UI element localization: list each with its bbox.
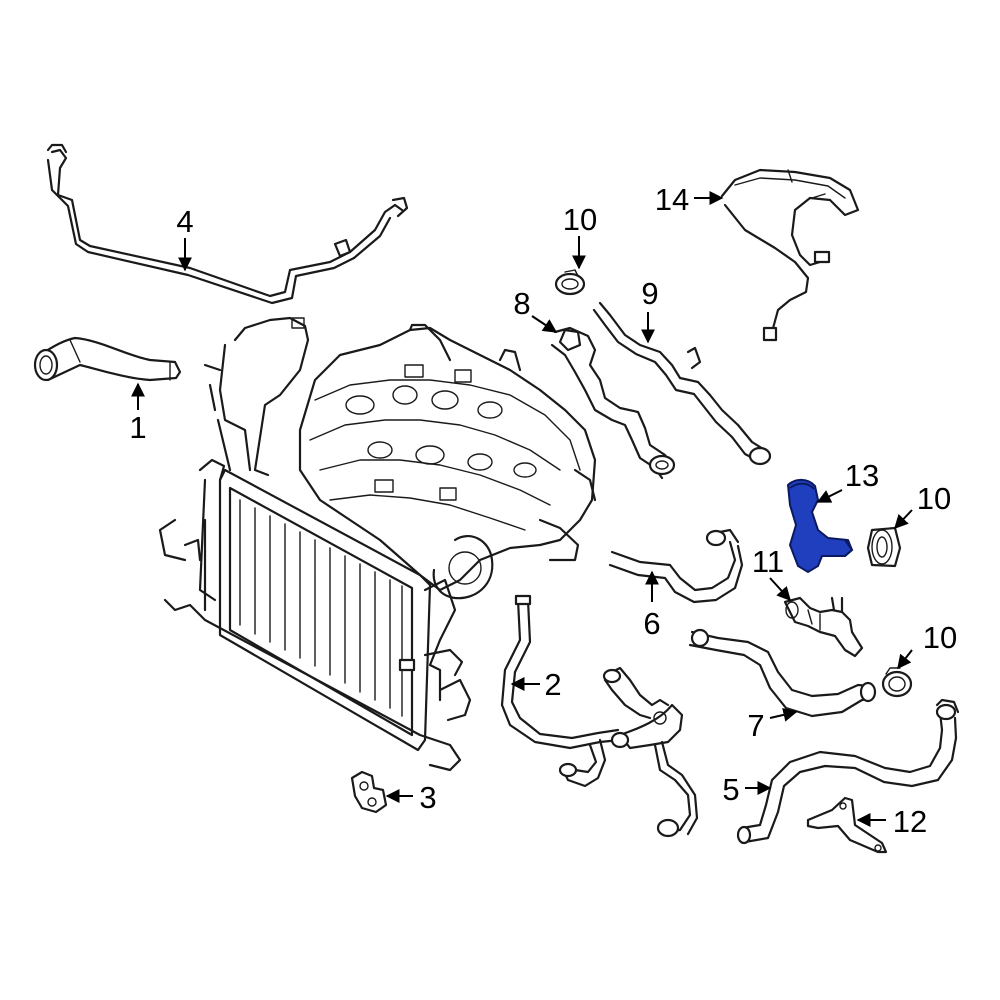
callout-14[interactable]: 14 xyxy=(655,182,689,217)
callout-3[interactable]: 3 xyxy=(419,780,436,815)
part-5-hose[interactable] xyxy=(736,698,960,845)
part-6-hose[interactable] xyxy=(608,528,744,604)
callout-10a[interactable]: 10 xyxy=(563,202,597,237)
part-7-hose[interactable] xyxy=(688,628,877,718)
part-9-hose[interactable] xyxy=(592,301,772,466)
callout-8[interactable]: 8 xyxy=(513,286,530,321)
engine-block xyxy=(298,323,597,600)
callout-labels: 1 2 3 4 5 6 7 8 9 10 10 10 11 12 13 14 xyxy=(129,182,957,839)
callout-5[interactable]: 5 xyxy=(722,772,739,807)
leader-lines xyxy=(131,191,913,827)
part-4-coolant-pipe[interactable] xyxy=(46,143,409,305)
part-8-hose[interactable] xyxy=(550,326,676,480)
part-12-bracket[interactable] xyxy=(806,796,888,854)
part-10-clamp-top[interactable] xyxy=(554,269,586,296)
radiator-assembly xyxy=(158,316,472,772)
callout-6[interactable]: 6 xyxy=(643,606,660,641)
callout-1[interactable]: 1 xyxy=(129,410,146,445)
part-3-bracket[interactable] xyxy=(350,770,388,814)
callout-13[interactable]: 13 xyxy=(845,458,879,493)
part-13-radiator-hose[interactable] xyxy=(786,478,854,574)
leader-13 xyxy=(816,489,843,503)
part-11-valve[interactable] xyxy=(783,596,864,658)
callout-2[interactable]: 2 xyxy=(544,667,561,702)
callout-11[interactable]: 11 xyxy=(752,544,784,579)
callout-9[interactable]: 9 xyxy=(641,276,658,311)
callout-10c[interactable]: 10 xyxy=(923,620,957,655)
callout-4[interactable]: 4 xyxy=(176,204,193,239)
leader-10b xyxy=(894,509,913,530)
leader-7 xyxy=(769,708,798,722)
part-13-hose-body[interactable] xyxy=(786,478,854,574)
part-10-clamp-low[interactable] xyxy=(881,667,913,698)
leader-10c xyxy=(897,649,913,670)
part-1-hose[interactable] xyxy=(33,336,182,382)
part-10-clamp-mid[interactable] xyxy=(866,526,902,568)
leader-8 xyxy=(531,315,558,333)
leader-11 xyxy=(769,577,791,602)
callout-10b[interactable]: 10 xyxy=(917,481,951,516)
callout-7[interactable]: 7 xyxy=(747,708,764,743)
callout-12[interactable]: 12 xyxy=(893,804,927,839)
part-2-hose-assembly[interactable] xyxy=(500,594,699,838)
part-14-wiring-harness[interactable] xyxy=(720,168,860,342)
